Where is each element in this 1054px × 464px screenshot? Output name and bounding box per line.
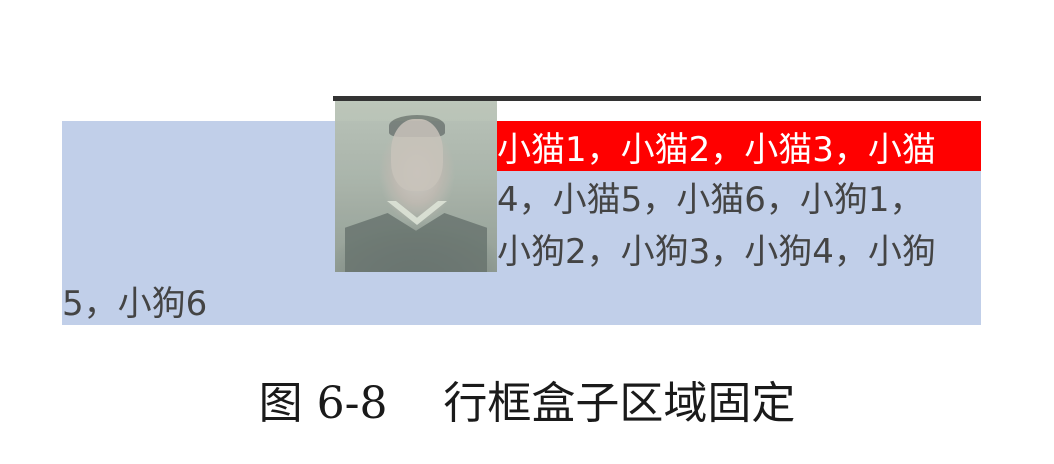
first-line-highlight xyxy=(497,121,981,171)
portrait-photo xyxy=(335,101,497,272)
photo-face xyxy=(391,119,443,191)
text-line-4: 5，小狗6 xyxy=(62,284,208,324)
figure-caption: 图 6-8 行框盒子区域固定 xyxy=(258,378,796,429)
text-line-1: 小猫1，小猫2，小猫3，小猫 xyxy=(497,130,936,170)
top-border-line xyxy=(333,96,981,101)
text-line-2: 4，小猫5，小猫6，小狗1， xyxy=(497,180,924,220)
text-line-3: 小狗2，小狗3，小狗4，小狗 xyxy=(497,232,936,272)
